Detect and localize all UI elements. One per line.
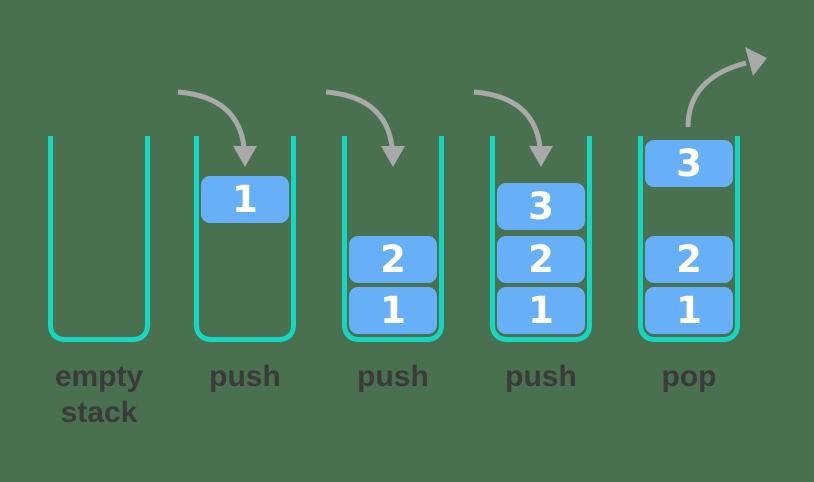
stack-item: 3: [645, 140, 733, 187]
stack-item: 1: [645, 287, 733, 334]
stack-label: push: [209, 360, 281, 393]
stack-container-empty: [48, 136, 150, 342]
stack-label: pop: [661, 360, 717, 393]
stack-container-push-1: 1: [194, 136, 296, 342]
stack-item: 2: [645, 236, 733, 283]
stack-label: empty stack: [54, 360, 144, 429]
stack-container-push-2: 2 1: [342, 136, 444, 342]
pop-arrow-icon: [685, 47, 767, 128]
stack-item: 1: [201, 176, 289, 223]
stack-container-pop: 3 2 1: [638, 136, 740, 342]
stack-container-push-3: 3 2 1: [490, 136, 592, 342]
stack-label: push: [357, 360, 429, 393]
stack-item: 2: [497, 236, 585, 283]
stack-item: 3: [497, 183, 585, 230]
stack-label: push: [505, 360, 577, 393]
stack-item: 1: [497, 287, 585, 334]
stack-item: 1: [349, 287, 437, 334]
stack-item: 2: [349, 236, 437, 283]
